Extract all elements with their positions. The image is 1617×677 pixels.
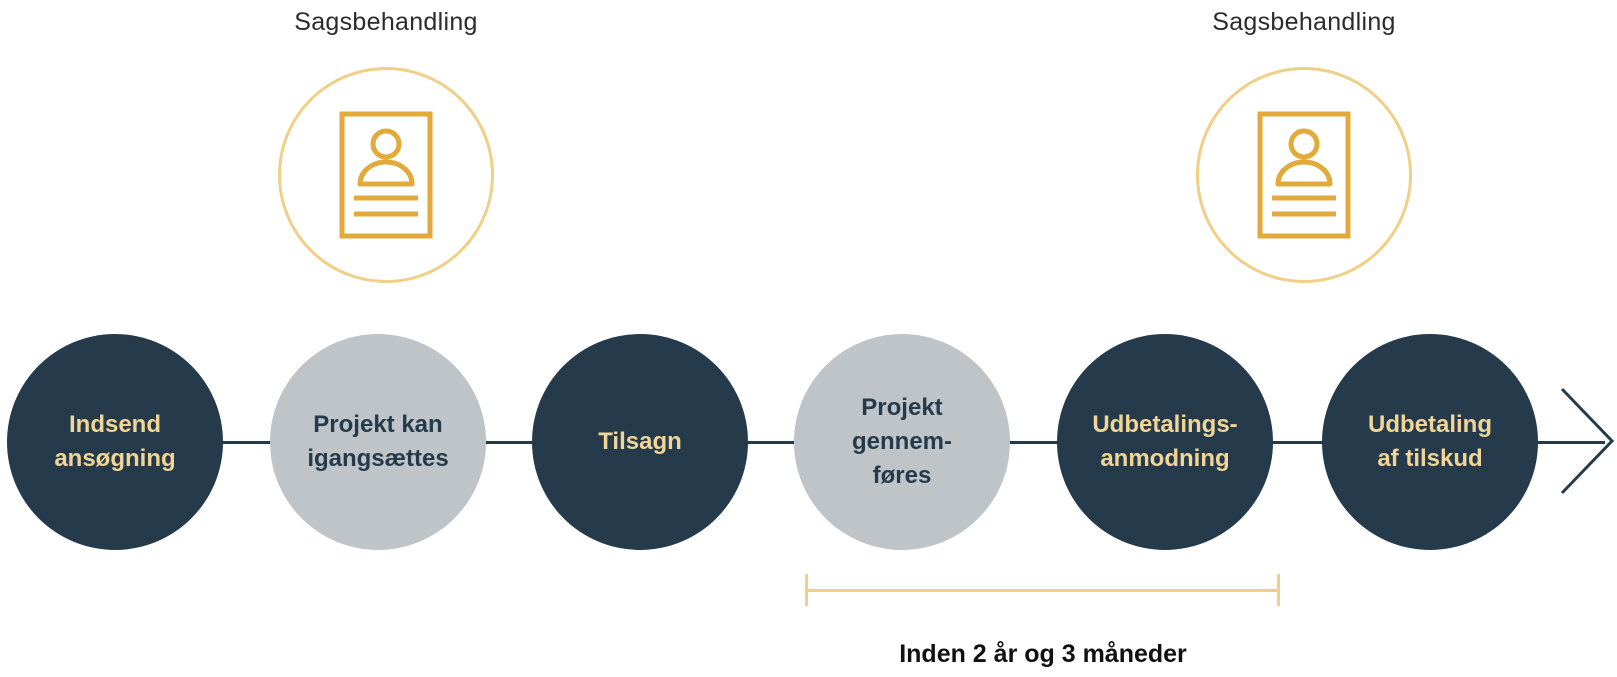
case-handling-label-1: Sagsbehandling xyxy=(294,8,478,36)
duration-bracket-start xyxy=(805,574,808,606)
step-tilsagn: Tilsagn xyxy=(532,334,748,550)
step-udbetaling-af-tilskud: Udbetaling af tilskud xyxy=(1322,334,1538,550)
duration-label: Inden 2 år og 3 måneder xyxy=(899,640,1187,668)
step-projekt-kan-igangsaettes: Projekt kan igangsættes xyxy=(270,334,486,550)
step-udbetalingsanmodning: Udbetalings- anmodning xyxy=(1057,334,1273,550)
step-indsend-ansoegning: Indsend ansøgning xyxy=(7,334,223,550)
duration-bracket-end xyxy=(1277,574,1280,606)
duration-bracket xyxy=(805,589,1280,592)
arrow-right-icon xyxy=(1560,387,1615,495)
step-projekt-gennemfoeres: Projekt gennem- føres xyxy=(794,334,1010,550)
case-handling-circle-1 xyxy=(278,67,494,283)
case-handling-label-2: Sagsbehandling xyxy=(1212,8,1396,36)
case-handling-circle-2 xyxy=(1196,67,1412,283)
document-person-icon xyxy=(339,111,433,239)
document-person-icon xyxy=(1257,111,1351,239)
